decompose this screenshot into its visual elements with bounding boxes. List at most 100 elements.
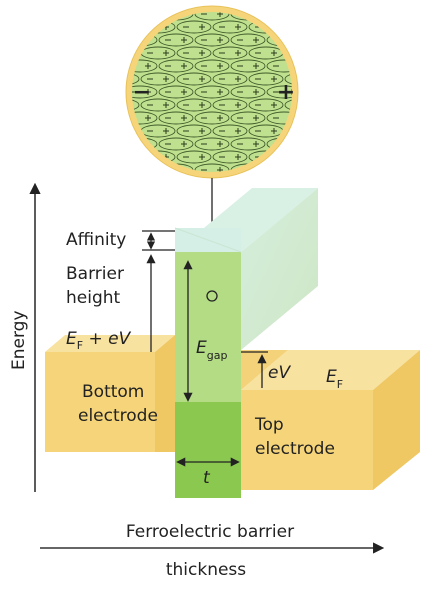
dipole-ellipse <box>140 72 176 86</box>
dipole-ellipse <box>15 34 49 46</box>
dipole-ellipse <box>51 112 85 124</box>
dipole-ellipse <box>33 47 67 59</box>
dipole-ellipse <box>158 33 194 47</box>
dipole-ellipse <box>212 150 248 164</box>
barrier-height-label-line2: height <box>66 288 121 308</box>
dipole-ellipse <box>132 20 140 34</box>
dipole-ellipse <box>357 125 391 137</box>
dipole-ellipse <box>303 138 337 150</box>
dipole-ellipse <box>248 98 284 112</box>
dipole-ellipse <box>158 111 194 125</box>
dipole-ellipse <box>375 164 409 176</box>
dipole-ellipse <box>176 98 212 112</box>
dipole-ellipse <box>33 99 67 111</box>
energy-annotations <box>142 230 268 467</box>
dipole-ellipse <box>375 34 409 46</box>
bottom-electrode-label-line1: Bottom <box>82 382 144 402</box>
top-electrode <box>241 350 420 490</box>
dipole-ellipse <box>132 12 158 21</box>
ev-label: eV <box>268 363 291 383</box>
barrier-lower-face <box>175 402 241 498</box>
dipole-ellipse <box>69 125 103 137</box>
dipole-ellipse <box>321 151 355 163</box>
axes <box>29 182 385 554</box>
dipole-ellipse <box>393 47 424 59</box>
dipole-ellipse <box>176 20 212 34</box>
dipole-ellipse <box>87 164 121 176</box>
dipole-ellipse <box>51 138 85 150</box>
dipole-ellipse <box>321 99 355 111</box>
dipole-ellipse <box>194 137 230 151</box>
top-electrode-label-line1: Top <box>254 415 284 435</box>
affinity-label: Affinity <box>66 230 126 250</box>
dipole-ellipse <box>375 112 409 124</box>
dipole-ellipse <box>303 34 337 46</box>
dipole-ellipse <box>51 8 85 20</box>
dipole-ellipse <box>69 47 103 59</box>
dipole-ellipse <box>266 85 292 99</box>
dipole-ellipse <box>230 111 266 125</box>
dipole-ellipse <box>87 60 121 72</box>
dipole-ellipse <box>132 163 158 172</box>
dipole-ellipse <box>393 99 424 111</box>
dipole-ellipse <box>69 99 103 111</box>
dipole-ellipse <box>375 8 409 20</box>
polarization-minus-label: − <box>133 80 151 105</box>
dipole-ellipse <box>303 164 337 176</box>
barrier-front-face <box>175 252 241 402</box>
dipole-ellipse <box>321 125 355 137</box>
bottom-electrode <box>45 335 175 452</box>
dipole-ellipse <box>357 47 391 59</box>
dipole-ellipse <box>284 72 292 86</box>
dipole-ellipse <box>51 60 85 72</box>
dipole-ellipse <box>158 137 194 151</box>
dipole-ellipse <box>212 124 248 138</box>
dipole-ellipse <box>158 59 194 73</box>
dipole-ellipse <box>194 12 230 21</box>
dipole-ellipse <box>321 47 355 59</box>
dipole-ellipse <box>87 34 121 46</box>
dipole-ellipse <box>230 59 266 73</box>
dipole-ellipse <box>69 21 103 33</box>
dipole-ellipse <box>132 72 140 86</box>
dipole-ellipse <box>266 163 292 172</box>
dipole-ellipse <box>357 21 391 33</box>
dipole-ellipse <box>303 86 337 98</box>
dipole-ellipse <box>33 73 67 85</box>
dipole-ellipse <box>230 33 266 47</box>
dipole-ellipse <box>51 164 85 176</box>
dipole-ellipse <box>375 138 409 150</box>
dipole-ellipse <box>15 60 49 72</box>
dipole-ellipse <box>339 34 373 46</box>
dipole-ellipse <box>375 60 409 72</box>
dipole-ellipse <box>194 33 230 47</box>
dipole-ellipse <box>339 112 373 124</box>
dipole-ellipse <box>132 85 158 99</box>
dipole-ellipse <box>339 8 373 20</box>
dipole-ellipse <box>248 72 284 86</box>
dipole-ellipse <box>212 46 248 60</box>
dipole-ellipse <box>303 60 337 72</box>
dipole-ellipse <box>140 98 176 112</box>
dipole-ellipse <box>339 86 373 98</box>
dipole-ellipse <box>303 112 337 124</box>
dipole-ellipse <box>284 150 292 164</box>
dipole-ellipse <box>284 20 292 34</box>
dipole-ellipse <box>15 164 49 176</box>
egap-label: Egap <box>196 338 227 362</box>
dipole-ellipse <box>212 98 248 112</box>
dipole-ellipse <box>69 73 103 85</box>
dipole-ellipse <box>393 73 424 85</box>
dipole-ellipse <box>51 86 85 98</box>
dipole-ellipse <box>266 12 292 21</box>
dipole-ellipse <box>158 85 194 99</box>
barrier-side-face <box>241 188 318 350</box>
dipole-ellipse <box>212 20 248 34</box>
thickness-symbol: t <box>203 468 211 488</box>
dipole-ellipse <box>87 112 121 124</box>
top-electrode-label-line2: electrode <box>255 439 335 459</box>
x-axis-label-line2: thickness <box>166 560 246 580</box>
barrier-height-label-line1: Barrier <box>66 264 124 284</box>
dipole-ellipse <box>132 111 158 125</box>
dipole-ellipse <box>194 59 230 73</box>
